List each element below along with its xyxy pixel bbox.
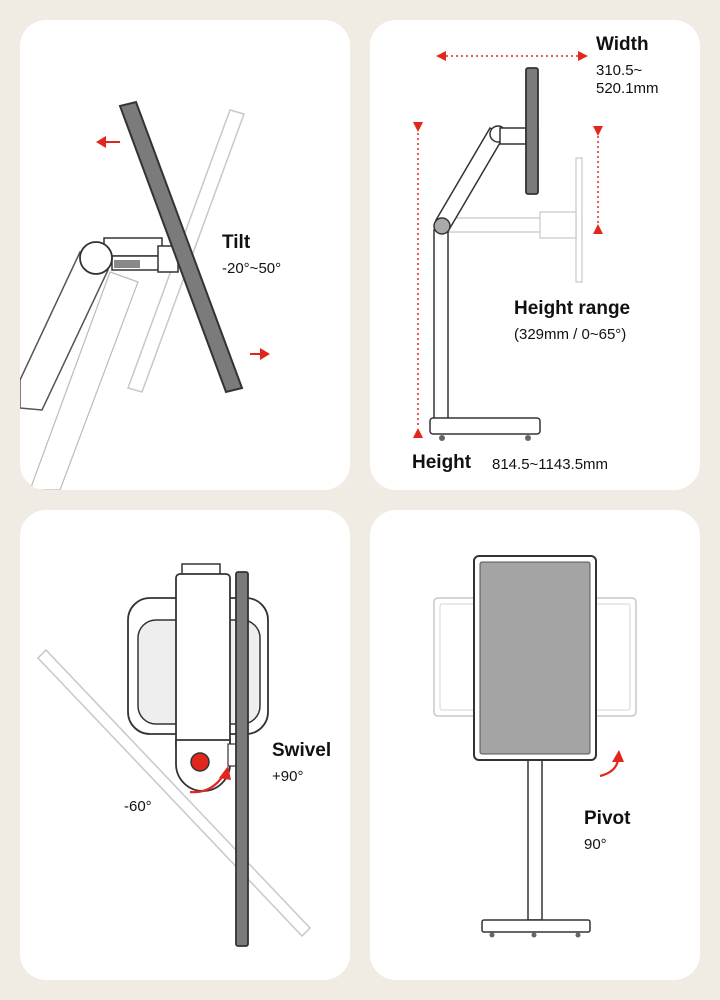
height-title: Height [412,452,472,473]
height-lower-joint [433,217,451,235]
swivel-title: Swivel [272,740,332,761]
tilt-arrow-right-icon [250,348,270,360]
height-ghost-monitor [575,157,583,283]
swivel-arm [175,573,231,751]
pivot-arrow-icon [599,750,624,778]
height-range-value: (329mm / 0~65°) [514,326,627,343]
tilt-illustration [20,100,270,490]
height-value: 814.5~1143.5mm [492,456,609,473]
height-arm [434,126,506,230]
swivel-panel: Swivel +90° -60° [20,510,350,980]
height-range-title: Height range [514,298,631,319]
tilt-range: -20°~50° [222,260,282,277]
width-value-line1: 310.5~ [596,62,643,79]
swivel-plus: +90° [272,768,304,785]
tilt-panel: Tilt -20°~50° [20,20,350,490]
pivot-panel: Pivot 90° [370,510,700,980]
pivot-title: Pivot [584,808,631,829]
height-arrow-icon [413,122,423,438]
swivel-arrow-icon [189,766,231,794]
tilt-joint [79,241,113,275]
swivel-red-dot [190,752,210,772]
height-base [429,417,541,435]
swivel-illustration [36,563,312,947]
height-ghost-bracket [539,211,577,239]
pivot-screen [479,561,591,755]
height-range-arrow-icon [593,126,603,234]
swivel-minus: -60° [124,798,152,815]
tilt-title: Tilt [222,232,251,253]
tilt-arrow-left-icon [96,136,120,148]
pivot-value: 90° [584,836,607,853]
width-arrow-icon [436,51,588,61]
height-illustration [413,51,603,441]
tilt-monitor [118,100,244,394]
pivot-base [481,919,591,933]
width-title: Width [596,34,649,55]
height-monitor [525,67,539,195]
pivot-illustration [433,555,637,938]
height-bracket [499,127,527,145]
tilt-bracket-dark [114,260,140,268]
width-value-line2: 520.1mm [596,80,659,97]
pivot-pole [527,755,543,921]
height-pole [433,229,449,425]
height-panel: Width 310.5~ 520.1mm Height range (329mm… [370,20,700,490]
tilt-arm-ghost [29,271,139,490]
tilt-bracket-top [103,237,163,257]
swivel-monitor [235,571,249,947]
